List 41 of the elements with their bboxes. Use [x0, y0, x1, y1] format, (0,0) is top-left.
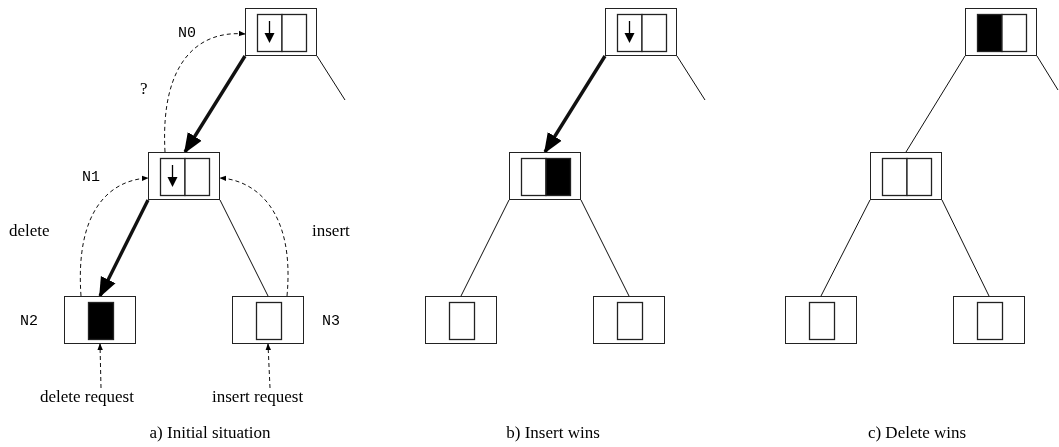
- node-tag: N3: [322, 314, 340, 329]
- connector-line: [905, 55, 966, 153]
- arrow: [79, 175, 149, 297]
- tree-node-box: [245, 8, 317, 56]
- connector-line: [820, 199, 871, 297]
- tree-node-box: [64, 296, 136, 344]
- connector-line: [460, 199, 510, 297]
- tree-node-box: [425, 296, 497, 344]
- tree-node-box: [605, 8, 677, 56]
- tree-node-box: [232, 296, 304, 344]
- node-tag: N0: [178, 26, 196, 41]
- connector-line: [580, 199, 630, 297]
- node-tag: N1: [82, 170, 100, 185]
- arrow: [98, 199, 150, 298]
- panel-caption: b) Insert wins: [506, 424, 600, 441]
- arrow: [543, 55, 607, 154]
- connector-line: [316, 55, 346, 101]
- connector-line: [1036, 55, 1059, 91]
- request-text: delete request: [40, 388, 134, 405]
- tree-node-box: [509, 152, 581, 200]
- tree-node-box: [148, 152, 220, 200]
- tree-node-box: [593, 296, 665, 344]
- arrow: [265, 343, 272, 389]
- tree-node-box: [965, 8, 1037, 56]
- panel-caption: c) Delete wins: [867, 424, 967, 441]
- node-tag: N2: [20, 314, 38, 329]
- edge-label: insert: [311, 222, 351, 239]
- edge-label: delete: [8, 222, 51, 239]
- connector-line: [219, 199, 269, 297]
- arrow: [219, 176, 289, 297]
- arrow: [183, 55, 247, 154]
- tree-node-box: [953, 296, 1025, 344]
- arrow: [97, 343, 103, 389]
- tree-node-box: [870, 152, 942, 200]
- panel-caption: a) Initial situation: [149, 424, 271, 441]
- connector-line: [676, 55, 706, 101]
- edge-label: ?: [139, 80, 149, 97]
- arrow: [164, 31, 246, 153]
- connector-line: [941, 199, 990, 297]
- tree-node-box: [785, 296, 857, 344]
- request-text: insert request: [212, 388, 304, 405]
